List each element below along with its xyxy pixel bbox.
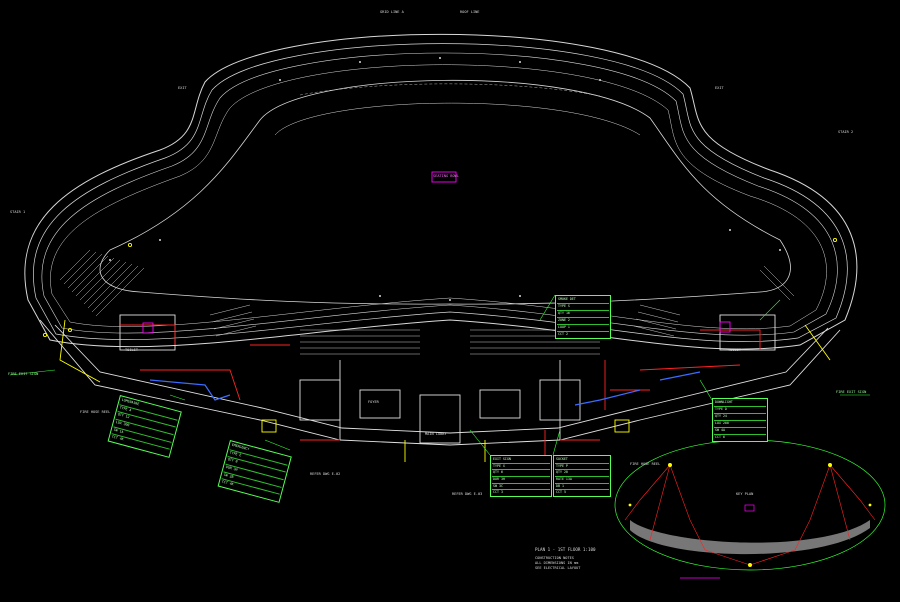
callout-row-divider xyxy=(557,303,609,304)
callout-row-divider xyxy=(492,482,550,484)
drawing-note-3: SEE ELECTRICAL LAYOUT xyxy=(535,566,581,570)
callout-table: SMOKE DET TYPE S QTY 16 ZONE 2 LOOP 1 CCT 2 xyxy=(555,295,611,339)
callout-row-text: TYPE P xyxy=(556,463,568,468)
label-entry-left: FIRE EXIT SIGN xyxy=(8,372,39,376)
label-left-2: EXIT xyxy=(178,86,187,90)
concourse-walls xyxy=(39,314,841,446)
callout-row-text: CCT 3 xyxy=(493,490,503,495)
callout-row-divider xyxy=(557,310,609,311)
callout-leaders xyxy=(9,294,870,456)
callout-row-divider xyxy=(555,489,609,491)
callout-row-text: CCT 5 xyxy=(556,490,566,495)
label-right-2: EXIT xyxy=(715,86,724,90)
callout-row-text: TYPE D xyxy=(715,407,727,411)
label-entry-right: FIRE EXIT SIGN xyxy=(836,390,867,394)
callout-row-text: EXIT SIGN xyxy=(493,457,511,461)
callout-row-divider xyxy=(555,482,609,484)
callout-table: EXIT SIGN TYPE X QTY 6 DUR 3H SW 3C CCT 3 xyxy=(490,455,552,497)
callout-row-text: TYPE X xyxy=(493,463,505,468)
label-lobby: MAIN LOBBY xyxy=(425,432,447,436)
callout-row-text: CCT 6 xyxy=(715,435,725,439)
callout-row-text: RATE 13A xyxy=(556,477,572,481)
callout-row-divider xyxy=(557,324,609,325)
yellow-markers xyxy=(42,237,838,462)
label-left-1: STAIR 1 xyxy=(10,210,26,214)
callout-row-divider xyxy=(714,420,766,421)
callout-row-text: DOWNLIGHT xyxy=(715,400,733,404)
label-ref-1: REFER DWG E-02 xyxy=(310,472,341,476)
callout-row-text: QTY 6 xyxy=(493,470,503,475)
callout-row-divider xyxy=(714,406,766,407)
label-right-1: STAIR 2 xyxy=(838,130,854,134)
callout-row-divider xyxy=(492,462,550,464)
callout-row-text: SW 4A xyxy=(715,428,725,432)
callout-row-divider xyxy=(492,469,550,471)
callout-row-text: DUR 3H xyxy=(493,477,505,481)
callout-table: DOWNLIGHT TYPE D QTY 24 LUX 200 SW 4A CCT 6 xyxy=(712,398,768,442)
callout-row-divider xyxy=(557,331,609,332)
callout-row-text: DB 1 xyxy=(556,483,564,488)
callout-row-divider xyxy=(555,469,609,471)
drawing-note-2: ALL DIMENSIONS IN mm xyxy=(535,561,579,565)
callout-row-text: SW 3C xyxy=(493,483,503,488)
label-toilet-right: TOILET xyxy=(728,348,741,352)
key-plan-label: KEY PLAN xyxy=(736,492,754,496)
callout-row-divider xyxy=(714,413,766,414)
callout-row-text: QTY 24 xyxy=(715,414,727,418)
label-top-right: ROOF LINE xyxy=(460,10,480,14)
callout-row-divider xyxy=(714,434,766,435)
label-lower-right: FIRE HOSE REEL xyxy=(630,462,661,466)
callout-row-text: QTY 20 xyxy=(556,470,568,475)
conduit-runs xyxy=(149,371,701,406)
callout-row-text: SMOKE DET xyxy=(558,297,576,301)
inner-bowl xyxy=(99,79,791,305)
center-tag: SEATING BOWL xyxy=(433,174,459,178)
callout-row-divider xyxy=(555,476,609,477)
callout-row-text: ZONE 2 xyxy=(558,318,570,322)
callout-row-text: LOOP 1 xyxy=(558,325,570,329)
label-foyer: FOYER xyxy=(368,400,379,404)
callout-row-divider xyxy=(492,489,550,491)
label-lower-left: FIRE HOSE REEL xyxy=(80,410,111,414)
label-top: GRID LINE A xyxy=(380,10,404,14)
label-ref-2: REFER DWG E-03 xyxy=(452,492,483,496)
callout-row-text: CCT 2 xyxy=(558,332,568,336)
drawing-title: PLAN 1 - 1ST FLOOR 1:100 xyxy=(535,547,596,552)
label-toilet-left: TOILET xyxy=(125,348,138,352)
callout-row-divider xyxy=(492,476,550,477)
drawing-note-1: CONSTRUCTION NOTES xyxy=(535,556,574,560)
magenta-highlights xyxy=(142,171,731,334)
shell-dots xyxy=(109,57,781,301)
callout-row-divider xyxy=(557,317,609,318)
callout-row-text: TYPE S xyxy=(558,304,570,308)
callout-row-text: LUX 200 xyxy=(715,421,729,425)
callout-row-text: QTY 16 xyxy=(558,311,570,315)
callout-table: SOCKET TYPE P QTY 20 RATE 13A DB 1 CCT 5 xyxy=(553,455,611,497)
fire-lines xyxy=(120,324,761,460)
callout-row-divider xyxy=(714,427,766,428)
callout-row-text: SOCKET xyxy=(556,457,568,461)
callout-row-divider xyxy=(555,462,609,464)
